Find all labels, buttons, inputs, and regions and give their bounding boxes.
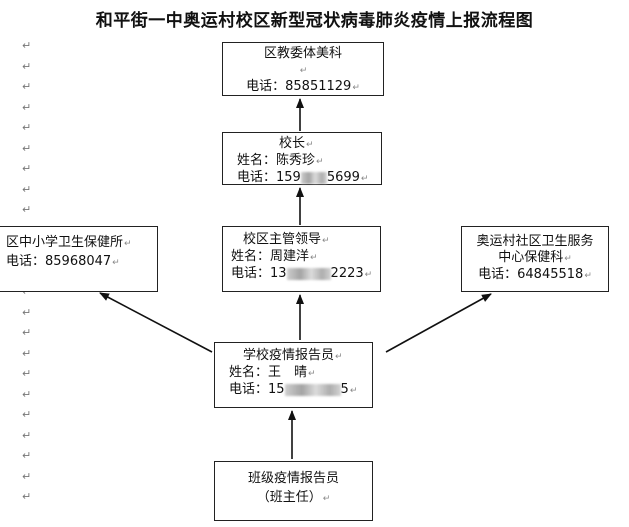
paragraph-mark: ↵ — [22, 428, 32, 442]
paragraph-mark: ↵ — [22, 80, 32, 93]
community-health-name-line1: 奥运村社区卫生服务 — [476, 234, 594, 249]
paragraph-mark: ↵ — [22, 490, 32, 503]
paragraph-mark: ↵ — [22, 326, 32, 339]
paragraph-mark: ↵ — [22, 141, 32, 155]
paragraph-mark: ↵ — [22, 100, 32, 114]
arrow-reporter-to-district-health — [99, 292, 213, 353]
school-reporter-title: 学校疫情报告员↵ — [243, 348, 343, 363]
campus-leader-title: 校区主管领导↵ — [243, 232, 330, 247]
redacted-phone-digits — [286, 267, 331, 280]
redacted-phone-digits — [284, 383, 341, 396]
principal-name: 姓名：陈秀珍↵ — [237, 153, 324, 168]
paragraph-mark: ↵ — [22, 59, 32, 73]
district-committee-box: 区教委体美科 ↵ 电话：85851129↵ — [222, 42, 384, 96]
paragraph-mark: ↵ — [22, 305, 32, 319]
community-health-phone: 电话：64845518↵ — [478, 267, 592, 282]
page-title: 和平街一中奥运村校区新型冠状病毒肺炎疫情上报流程图 — [95, 11, 534, 31]
district-committee-name: 区教委体美科 — [263, 46, 342, 61]
paragraph-mark: ↵ — [22, 39, 32, 52]
district-health-box: 区中小学卫生保健所↵ 电话：85968047↵ — [0, 226, 158, 292]
district-health-phone: 电话：85968047↵ — [6, 254, 120, 269]
redacted-phone-digits — [300, 171, 327, 184]
principal-title: 校长↵ — [279, 136, 314, 151]
paragraph-mark: ↵ — [22, 121, 32, 134]
paragraph-mark: ↵ — [22, 182, 32, 196]
arrow-reporter-to-community-health — [385, 293, 492, 353]
paragraph-mark: ↵ — [22, 203, 32, 216]
paragraph-mark: ↵ — [22, 449, 32, 462]
community-health-name-line2: 中心保健科↵ — [498, 250, 572, 265]
paragraph-mark: ↵ — [22, 469, 32, 483]
paragraph-mark: ↵ — [22, 162, 32, 175]
paragraph-mark: ↵ — [22, 408, 32, 421]
campus-leader-name: 姓名：周建洋↵ — [231, 249, 318, 264]
class-reporter-title: 班级疫情报告员 — [247, 471, 339, 486]
school-reporter-name: 姓名：王 晴↵ — [229, 365, 316, 380]
community-health-box: 奥运村社区卫生服务 中心保健科↵ 电话：64845518↵ — [461, 226, 609, 292]
district-health-name: 区中小学卫生保健所↵ — [6, 235, 132, 250]
district-committee-phone: 电话：85851129↵ — [246, 79, 360, 94]
paragraph-mark: ↵ — [22, 367, 32, 380]
empty-line: ↵ — [299, 66, 308, 76]
class-reporter-box: 班级疫情报告员 （班主任）↵ — [214, 461, 373, 521]
paragraph-mark: ↵ — [22, 346, 32, 360]
class-reporter-sub: （班主任）↵ — [256, 490, 331, 505]
paragraph-mark: ↵ — [22, 387, 32, 401]
